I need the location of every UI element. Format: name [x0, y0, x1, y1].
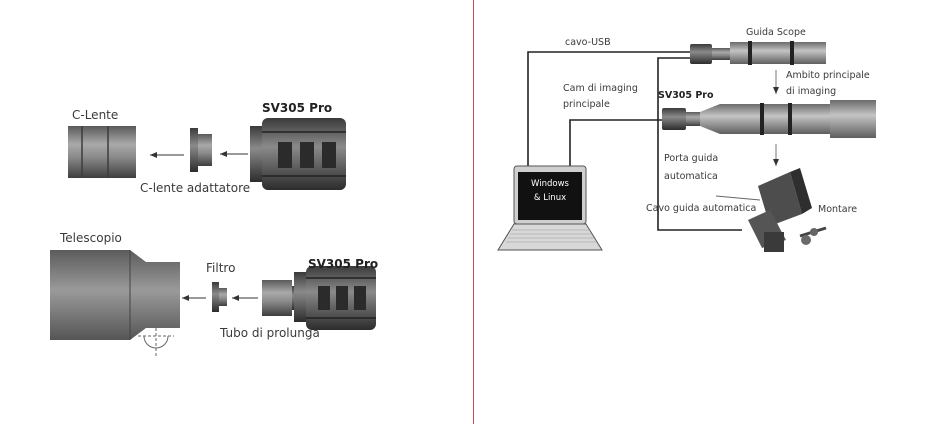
guide-scope-graphic: [690, 41, 826, 65]
laptop-screen-text: Windows & Linux: [518, 174, 582, 222]
main-camera-label-line1: Cam di imaging: [563, 82, 638, 96]
main-scope-graphic: [662, 100, 876, 138]
camera-bottom-label: SV305 Pro: [308, 257, 378, 271]
camera-top-graphic: [250, 118, 346, 190]
camera-bottom-graphic: [294, 266, 376, 330]
laptop-screen-line2: & Linux: [518, 188, 582, 208]
guide-port-label-line1: Porta guida: [664, 152, 718, 166]
main-camera-label-line2: principale: [563, 98, 610, 112]
guide-port-label-line2: automatica: [664, 170, 718, 184]
filter-label: Filtro: [206, 261, 235, 275]
c-lens-label: C-Lente: [72, 108, 118, 122]
c-adapter-graphic: [190, 128, 212, 172]
guide-cable-label: Cavo guida automatica: [646, 202, 756, 216]
c-adapter-label: C-lente adattatore: [140, 181, 250, 195]
extension-tube-label: Tubo di prolunga: [220, 326, 320, 340]
telescope-graphic: [50, 250, 180, 356]
camera-label: SV305 Pro: [658, 89, 714, 103]
main-scope-label-line2: di imaging: [786, 85, 836, 99]
mount-label: Montare: [818, 203, 857, 217]
main-scope-label-line1: Ambito principale: [786, 69, 870, 83]
usb-cable-label: cavo-USB: [565, 36, 611, 50]
main-camera-cable-line: [570, 120, 664, 166]
filter-graphic: [212, 282, 227, 312]
c-lens-graphic: [68, 126, 136, 178]
camera-top-label: SV305 Pro: [262, 101, 332, 115]
guide-scope-label: Guida Scope: [746, 26, 806, 40]
telescope-label: Telescopio: [60, 231, 122, 245]
